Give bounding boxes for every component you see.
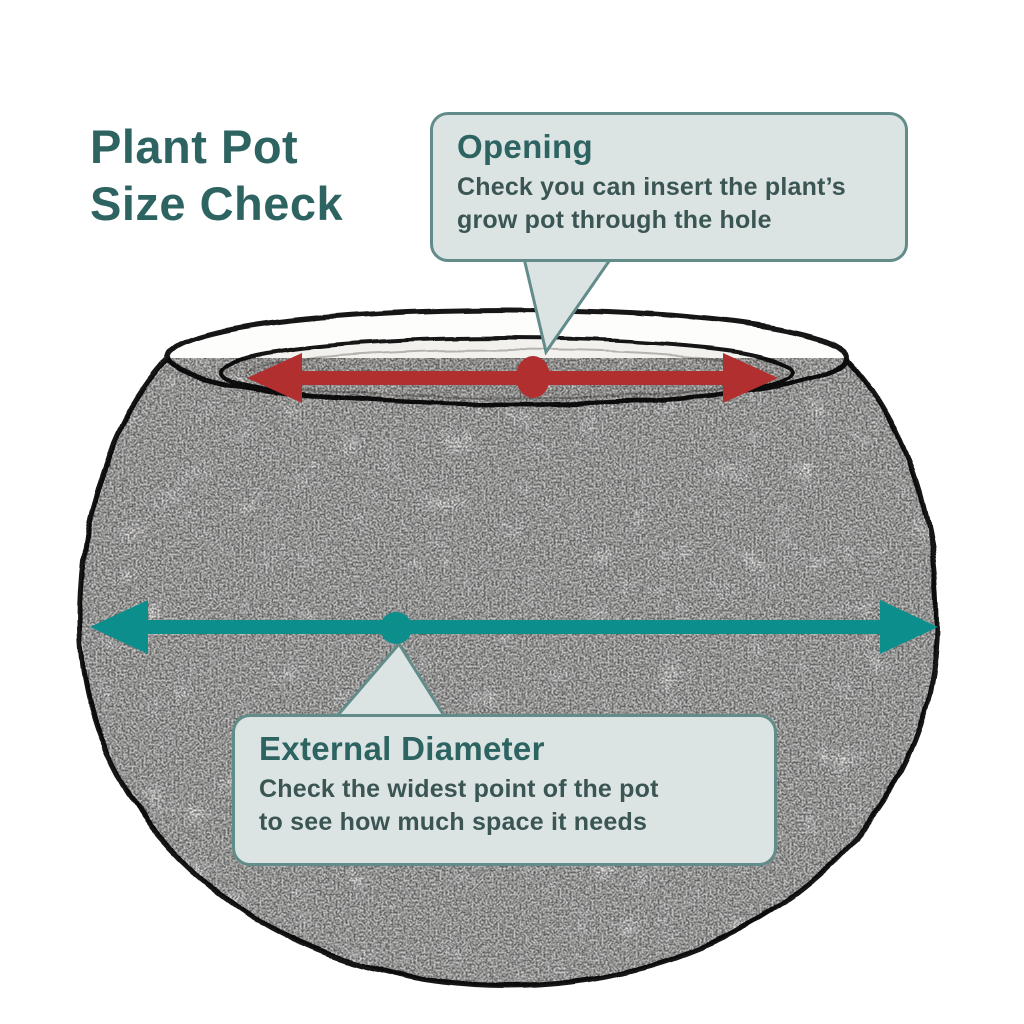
- opening-callout-body-line2: grow pot through the hole: [457, 205, 772, 234]
- pot-texture-grain: [80, 358, 937, 986]
- page-title: Plant Pot Size Check: [90, 118, 343, 233]
- external-diameter-arrow: [90, 600, 938, 654]
- opening-arrow-right-head: [723, 353, 778, 403]
- external-diameter-body-line2: to see how much space it needs: [259, 807, 648, 836]
- external-diameter-callout: External Diameter Check the widest point…: [232, 714, 777, 866]
- opening-callout: Opening Check you can insert the plant’s…: [430, 112, 908, 262]
- external-diameter-callout-title: External Diameter: [259, 730, 545, 767]
- external-arrow-right-head: [880, 600, 938, 654]
- page-title-line2: Size Check: [90, 177, 344, 231]
- opening-arrow: [247, 353, 778, 403]
- opening-callout-body-line1: Check you can insert the plant’s: [457, 173, 846, 201]
- opening-arrow-left-head: [247, 353, 302, 403]
- opening-midpoint-dot: [516, 356, 550, 398]
- opening-callout-title: Opening: [457, 128, 593, 165]
- external-diameter-body-line1: Check the widest point of the pot: [259, 775, 659, 803]
- external-arrow-left-head: [90, 600, 148, 654]
- page-title-line1: Plant Pot: [90, 120, 299, 173]
- external-midpoint-dot: [380, 612, 412, 644]
